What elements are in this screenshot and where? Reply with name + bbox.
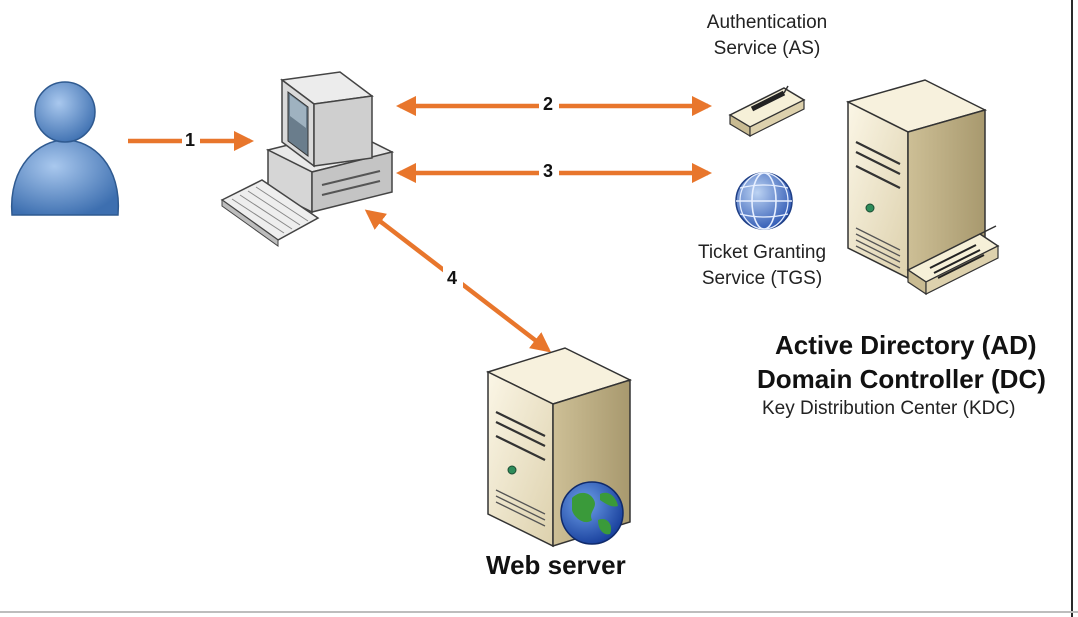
as-label-line2: Service (AS) [713, 38, 821, 59]
arrows [128, 95, 713, 353]
frame-border-bottom [0, 611, 1078, 613]
tgs-label-line2: Service (TGS) [701, 268, 823, 289]
step-number-4: 4 [447, 268, 458, 288]
server-icon [845, 79, 988, 280]
step-number-2: 2 [543, 94, 554, 114]
kdc-label: Key Distribution Center (KDC) [762, 398, 1016, 419]
user-icon [11, 81, 120, 216]
workstation-icon [265, 71, 395, 214]
keyboard-icon [220, 179, 320, 247]
globe-icon [735, 172, 793, 230]
tgs-label-line1: Ticket Granting [697, 242, 827, 263]
dc-label: Domain Controller (DC) [757, 364, 1046, 394]
web-server-label: Web server [486, 550, 626, 580]
step-number-3: 3 [543, 161, 554, 181]
step-number-1: 1 [185, 130, 196, 150]
ad-label: Active Directory (AD) [775, 330, 1037, 360]
tgs-label: Ticket Granting Service (TGS) [670, 240, 854, 292]
router-icon [728, 85, 806, 138]
frame-border-right [1071, 0, 1073, 617]
as-label: Authentication Service (AS) [682, 10, 852, 62]
globe-icon [560, 481, 624, 545]
as-label-line1: Authentication [706, 12, 828, 33]
router-icon [906, 225, 1000, 296]
